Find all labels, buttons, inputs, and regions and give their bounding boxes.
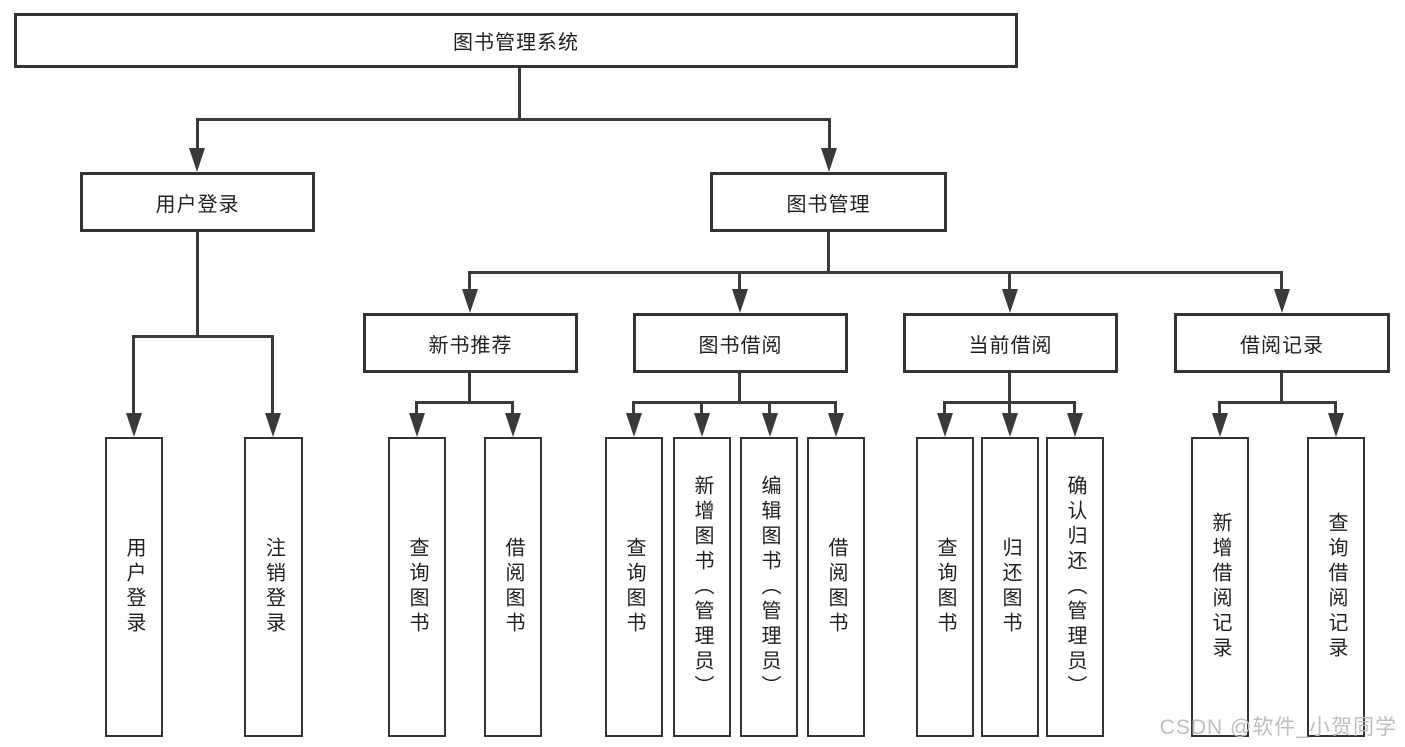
arrow-head-icon xyxy=(409,413,425,437)
arrow-head-icon xyxy=(937,413,953,437)
node-book-management: 图书管理 xyxy=(710,172,947,232)
arrow-head-icon xyxy=(1328,413,1344,437)
connector-line xyxy=(468,271,1283,274)
connector-line xyxy=(196,118,830,121)
connector-line xyxy=(511,401,514,415)
node-label: 图书管理系统 xyxy=(453,32,579,54)
connector-line xyxy=(1280,271,1283,291)
leaf-query-books-recommend: 查询图书 xyxy=(388,437,446,737)
node-label: 归还图书 xyxy=(999,537,1021,637)
leaf-query-borrow-record: 查询借阅记录 xyxy=(1307,437,1365,737)
node-user-login: 用户登录 xyxy=(80,172,315,232)
leaf-confirm-return-admin: 确认归还（管理员） xyxy=(1046,437,1104,737)
node-label: 查询图书 xyxy=(406,537,428,637)
connector-line xyxy=(768,401,771,415)
connector-line xyxy=(468,373,471,404)
arrow-head-icon xyxy=(1067,413,1083,437)
connector-line xyxy=(196,118,199,150)
arrow-head-icon xyxy=(626,413,642,437)
arrow-head-icon xyxy=(762,413,778,437)
node-current-borrowing: 当前借阅 xyxy=(903,313,1118,373)
node-label: 查询图书 xyxy=(934,537,956,637)
leaf-query-books-current: 查询图书 xyxy=(916,437,974,737)
node-label: 图书管理 xyxy=(786,193,871,216)
node-borrowing-records: 借阅记录 xyxy=(1174,313,1390,373)
connector-line xyxy=(632,401,837,404)
connector-line xyxy=(1008,401,1011,415)
connector-line xyxy=(700,401,703,415)
connector-line xyxy=(271,335,274,415)
node-library-management-system: 图书管理系统 xyxy=(14,13,1018,68)
leaf-add-books-admin: 新增图书（管理员） xyxy=(673,437,731,737)
arrow-head-icon xyxy=(265,413,281,437)
node-label: 用户登录 xyxy=(123,537,145,637)
node-label: 确认归还（管理员） xyxy=(1064,474,1086,700)
connector-line xyxy=(1218,401,1221,415)
connector-line xyxy=(834,401,837,415)
leaf-edit-books-admin: 编辑图书（管理员） xyxy=(740,437,798,737)
arrow-head-icon xyxy=(732,289,748,313)
leaf-borrow-books-recommend: 借阅图书 xyxy=(484,437,542,737)
connector-line xyxy=(468,271,471,291)
node-label: 借阅记录 xyxy=(1240,334,1324,357)
connector-line xyxy=(415,401,418,415)
connector-line xyxy=(828,118,831,150)
connector-line xyxy=(738,373,741,404)
leaf-logout: 注销登录 xyxy=(244,437,303,737)
node-label: 编辑图书（管理员） xyxy=(758,474,780,700)
arrow-head-icon xyxy=(462,289,478,313)
arrow-head-icon xyxy=(126,413,142,437)
node-label: 查询借阅记录 xyxy=(1325,512,1347,662)
connector-line xyxy=(1218,401,1337,404)
connector-line xyxy=(1008,271,1011,291)
leaf-user-login: 用户登录 xyxy=(105,437,163,737)
leaf-add-borrow-record: 新增借阅记录 xyxy=(1191,437,1249,737)
node-label: 新增借阅记录 xyxy=(1209,512,1231,662)
arrow-head-icon xyxy=(821,148,837,172)
connector-line xyxy=(738,271,741,291)
node-label: 借阅图书 xyxy=(825,537,847,637)
node-label: 用户登录 xyxy=(155,193,240,216)
connector-line xyxy=(1280,373,1283,404)
connector-line xyxy=(827,232,830,274)
connector-line xyxy=(196,232,199,338)
connector-line xyxy=(132,335,135,415)
node-label: 新增图书（管理员） xyxy=(691,474,713,700)
arrow-head-icon xyxy=(189,148,205,172)
node-label: 查询图书 xyxy=(623,537,645,637)
connector-line xyxy=(1008,373,1011,404)
arrow-head-icon xyxy=(694,413,710,437)
arrow-head-icon xyxy=(1212,413,1228,437)
node-book-borrowing: 图书借阅 xyxy=(633,313,848,373)
node-label: 当前借阅 xyxy=(968,334,1053,357)
connector-line xyxy=(415,401,514,404)
connector-line xyxy=(1073,401,1076,415)
leaf-borrow-books: 借阅图书 xyxy=(807,437,865,737)
leaf-return-books: 归还图书 xyxy=(981,437,1039,737)
node-new-book-recommendation: 新书推荐 xyxy=(363,313,578,373)
connector-line xyxy=(943,401,946,415)
node-label: 借阅图书 xyxy=(502,537,524,637)
arrow-head-icon xyxy=(1274,289,1290,313)
node-label: 注销登录 xyxy=(262,537,285,637)
connector-line xyxy=(1334,401,1337,415)
arrow-head-icon xyxy=(828,413,844,437)
connector-line xyxy=(132,335,274,338)
leaf-query-books-borrowing: 查询图书 xyxy=(605,437,663,737)
node-label: 图书借阅 xyxy=(698,334,783,357)
csdn-watermark: CSDN @软件_小贺同学 xyxy=(1159,716,1397,739)
connector-line xyxy=(518,68,521,120)
connector-line xyxy=(632,401,635,415)
arrow-head-icon xyxy=(1002,413,1018,437)
arrow-head-icon xyxy=(505,413,521,437)
arrow-head-icon xyxy=(1002,289,1018,313)
node-label: 新书推荐 xyxy=(428,334,513,357)
